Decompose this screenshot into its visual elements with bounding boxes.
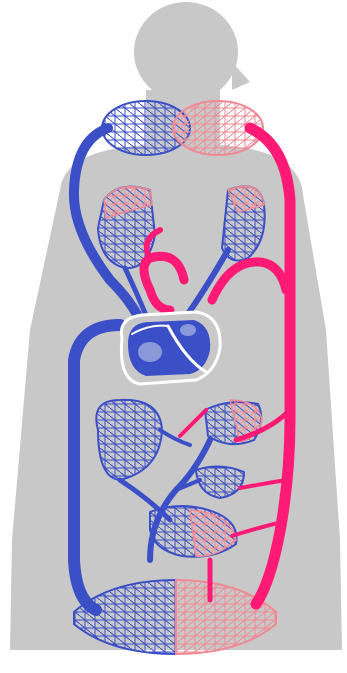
stomach-capillary-bed xyxy=(205,400,262,444)
heart xyxy=(121,312,220,384)
